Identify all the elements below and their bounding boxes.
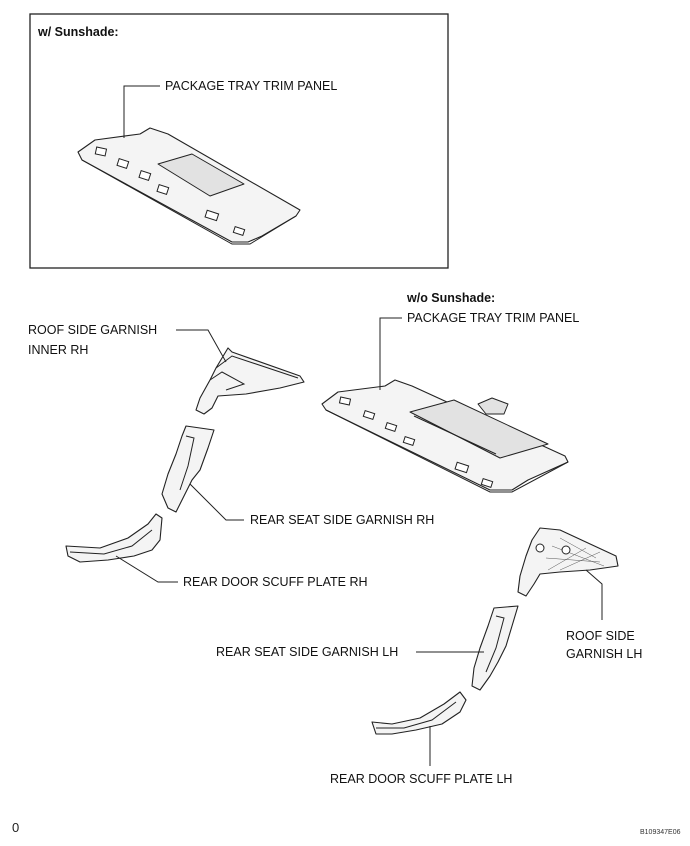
label-roof-side-lh-1: ROOF SIDE	[566, 629, 635, 643]
inset-frame	[29, 13, 449, 269]
clip-hole	[454, 461, 470, 474]
label-scuff-rh: REAR DOOR SCUFF PLATE RH	[183, 575, 368, 589]
clip-boss	[561, 545, 571, 555]
leader-rear-seat-rh	[189, 483, 244, 521]
label-package-tray-with: PACKAGE TRAY TRIM PANEL	[165, 79, 337, 93]
label-rear-seat-lh: REAR SEAT SIDE GARNISH LH	[216, 645, 398, 659]
clip-hole	[338, 396, 352, 406]
leader-package-tray-with	[123, 85, 160, 138]
label-package-tray-without: PACKAGE TRAY TRIM PANEL	[407, 311, 579, 325]
clip-boss	[535, 543, 545, 553]
clip-hole	[384, 421, 398, 433]
rear-seat-side-garnish-lh	[471, 605, 519, 691]
label-rear-seat-rh: REAR SEAT SIDE GARNISH RH	[250, 513, 434, 527]
inset-title: w/ Sunshade:	[37, 25, 119, 39]
leader-package-tray-without	[379, 317, 402, 390]
clip-hole	[156, 183, 170, 195]
clip-hole	[402, 435, 416, 447]
label-scuff-lh: REAR DOOR SCUFF PLATE LH	[330, 772, 512, 786]
corner-mark: 0	[12, 820, 19, 835]
rear-door-scuff-plate-rh	[65, 513, 163, 563]
tray-recess	[409, 399, 549, 459]
leader-roof-side-lh	[585, 569, 603, 620]
rear-door-scuff-plate-lh	[371, 691, 467, 735]
clip-hole	[362, 409, 376, 421]
leader-scuff-rh	[115, 555, 178, 583]
tray-speaker-box	[477, 397, 509, 415]
package-tray-without-sunshade	[321, 379, 569, 493]
clip-hole	[94, 146, 108, 157]
label-roof-side-lh-2: GARNISH LH	[566, 647, 642, 661]
sunshade-panel	[157, 153, 245, 197]
roof-side-garnish-lh	[517, 527, 619, 597]
label-roof-side-rh-1: ROOF SIDE GARNISH	[28, 323, 157, 337]
rear-seat-side-garnish-rh	[161, 425, 215, 513]
label-roof-side-rh-2: INNER RH	[28, 343, 88, 357]
clip-hole	[204, 209, 220, 222]
roof-side-garnish-inner-rh	[195, 347, 305, 415]
clip-hole	[232, 225, 246, 237]
main-title: w/o Sunshade:	[406, 291, 495, 305]
clip-hole	[116, 157, 130, 169]
package-tray-with-sunshade	[77, 127, 301, 245]
clip-hole	[480, 477, 494, 489]
figure-id: B109347E06	[640, 829, 681, 836]
inset-with-sunshade: w/ Sunshade: PACKAGE TRAY TRIM PANEL	[29, 13, 449, 269]
clip-hole	[138, 169, 152, 181]
leader-roof-side-rh	[176, 329, 227, 363]
